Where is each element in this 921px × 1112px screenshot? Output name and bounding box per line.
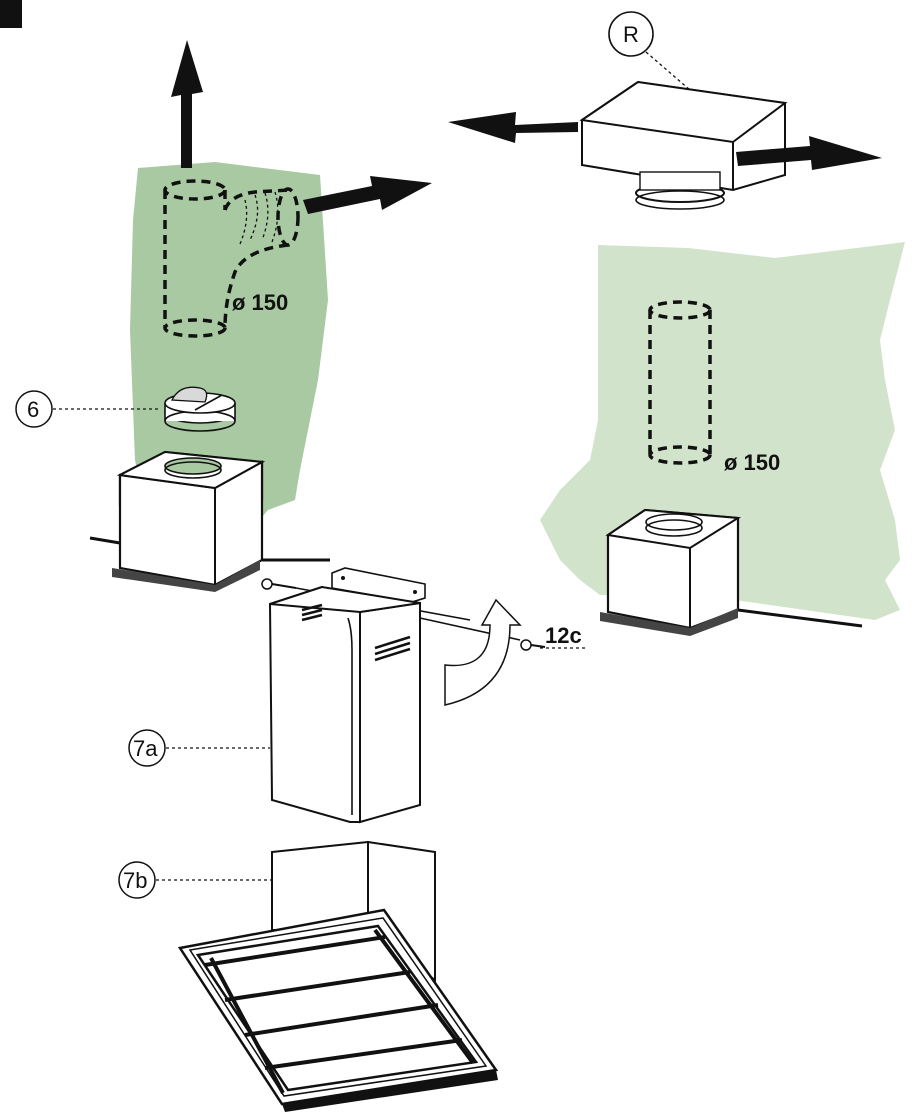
screw-icon xyxy=(520,639,546,651)
ceiling-line-right xyxy=(737,608,863,628)
callout-6-circle xyxy=(15,390,53,428)
right-arrow-icon xyxy=(303,176,432,214)
callout-7b: 7b xyxy=(123,868,147,893)
right-arrow-icon xyxy=(736,136,882,170)
callout-7a-circle xyxy=(128,729,166,767)
callout-r: R xyxy=(623,22,639,47)
callout-r-circle xyxy=(608,11,654,57)
canopy-hood xyxy=(177,908,499,1112)
recirculation-box xyxy=(579,80,788,210)
wall-panel-left xyxy=(130,162,328,530)
duct-right xyxy=(648,300,712,465)
chimney-upper-7a xyxy=(268,585,421,824)
dimension-left-duct: ø 150 xyxy=(232,290,288,315)
screw-icon xyxy=(261,578,297,590)
motor-unit-left xyxy=(112,450,266,592)
up-arrow-icon xyxy=(171,40,203,168)
motor-unit-right xyxy=(600,508,742,636)
callout-6: 6 xyxy=(27,397,39,422)
flexible-duct-left xyxy=(163,179,300,338)
ceiling-line-left xyxy=(89,536,121,545)
callout-7b-circle xyxy=(118,861,156,899)
curved-arrow-icon xyxy=(444,598,522,706)
dimension-right-duct: ø 150 xyxy=(724,450,780,475)
left-arrow-icon xyxy=(448,112,578,143)
callout-12c: 12c xyxy=(545,623,582,648)
figure-badge xyxy=(0,0,22,28)
callout-7a: 7a xyxy=(133,736,158,761)
check-valve xyxy=(164,386,236,432)
chimney-lower-7b xyxy=(271,840,436,982)
